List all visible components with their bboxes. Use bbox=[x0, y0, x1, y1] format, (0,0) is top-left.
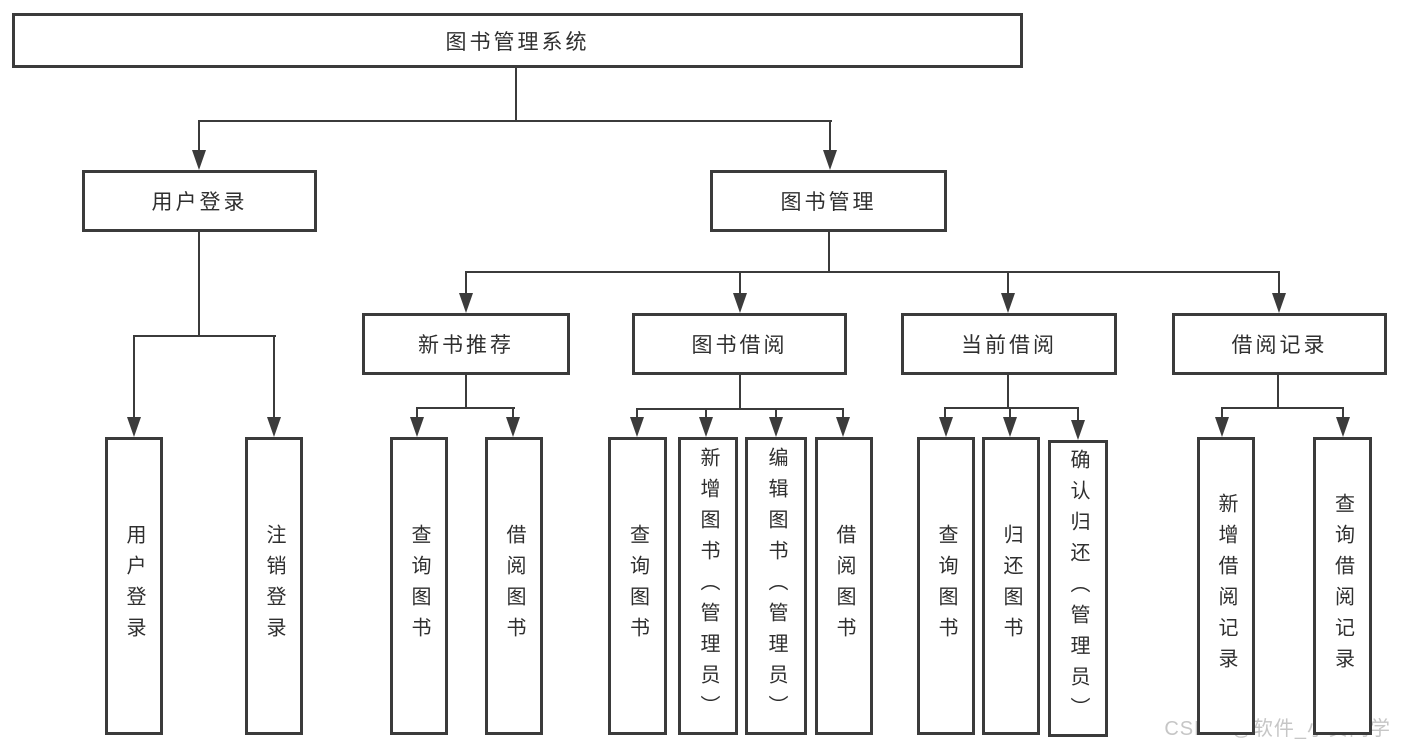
arrow-down-icon bbox=[1215, 417, 1229, 437]
arrow-down-icon bbox=[939, 417, 953, 437]
arrow-down-icon bbox=[769, 417, 783, 437]
connector-line bbox=[515, 68, 517, 122]
connector-line bbox=[1007, 375, 1009, 408]
leaf-query-record-node: 查询借阅记录 bbox=[1313, 437, 1372, 735]
connector-line bbox=[944, 407, 1079, 409]
connector-line bbox=[636, 408, 844, 410]
new-book-recommend-node: 新书推荐 bbox=[362, 313, 570, 375]
leaf-add-book-label: 新增图书（管理员） bbox=[697, 446, 719, 726]
connector-line bbox=[273, 335, 275, 419]
connector-line bbox=[739, 375, 741, 409]
user-login-group-label: 用户登录 bbox=[151, 191, 248, 214]
arrow-down-icon bbox=[1003, 417, 1017, 437]
arrow-down-icon bbox=[267, 417, 281, 437]
leaf-query-books-2-label: 查询图书 bbox=[626, 524, 649, 648]
connector-line bbox=[512, 407, 514, 420]
connector-line bbox=[1009, 407, 1011, 420]
connector-line bbox=[636, 408, 638, 420]
connector-line bbox=[842, 408, 844, 420]
new-book-recommend-label: 新书推荐 bbox=[418, 334, 514, 357]
connector-line bbox=[1277, 375, 1279, 408]
leaf-confirm-return-node: 确认归还（管理员） bbox=[1048, 440, 1108, 737]
book-borrow-node: 图书借阅 bbox=[632, 313, 847, 375]
connector-line bbox=[944, 407, 946, 420]
leaf-confirm-return-label: 确认归还（管理员） bbox=[1067, 449, 1089, 728]
leaf-borrow-books-1-label: 借阅图书 bbox=[503, 524, 525, 648]
leaf-return-book-label: 归还图书 bbox=[1000, 524, 1022, 648]
connector-line bbox=[705, 408, 707, 420]
book-management-label: 图书管理 bbox=[780, 191, 877, 214]
root-label: 图书管理系统 bbox=[445, 30, 590, 54]
arrow-down-icon bbox=[506, 417, 520, 437]
arrow-down-icon bbox=[192, 150, 206, 170]
leaf-borrow-books-1-node: 借阅图书 bbox=[485, 437, 543, 735]
borrow-records-label: 借阅记录 bbox=[1231, 334, 1328, 357]
connector-line bbox=[465, 375, 467, 408]
arrow-down-icon bbox=[823, 150, 837, 170]
arrow-down-icon bbox=[410, 417, 424, 437]
connector-line bbox=[198, 232, 200, 335]
leaf-edit-book-node: 编辑图书（管理员） bbox=[745, 437, 807, 735]
leaf-query-books-1-label: 查询图书 bbox=[408, 524, 430, 648]
leaf-query-record-label: 查询借阅记录 bbox=[1331, 493, 1354, 679]
leaf-borrow-books-2-node: 借阅图书 bbox=[815, 437, 873, 735]
leaf-add-book-node: 新增图书（管理员） bbox=[678, 437, 738, 735]
arrow-down-icon bbox=[1071, 420, 1085, 440]
arrow-down-icon bbox=[630, 417, 644, 437]
connector-line bbox=[1077, 407, 1079, 423]
leaf-query-books-2-node: 查询图书 bbox=[608, 437, 667, 735]
connector-line bbox=[133, 335, 276, 337]
leaf-query-books-3-label: 查询图书 bbox=[935, 524, 957, 648]
leaf-user-login-node: 用户登录 bbox=[105, 437, 163, 735]
connector-line bbox=[466, 271, 1280, 273]
leaf-logout-node: 注销登录 bbox=[245, 437, 303, 735]
current-borrow-label: 当前借阅 bbox=[961, 334, 1057, 357]
leaf-add-record-node: 新增借阅记录 bbox=[1197, 437, 1255, 735]
leaf-add-record-label: 新增借阅记录 bbox=[1215, 493, 1237, 679]
connector-line bbox=[775, 408, 777, 420]
connector-line bbox=[1221, 407, 1344, 409]
connector-line bbox=[465, 271, 467, 297]
connector-line bbox=[198, 120, 832, 122]
connector-line bbox=[828, 232, 830, 272]
borrow-records-node: 借阅记录 bbox=[1172, 313, 1387, 375]
arrow-down-icon bbox=[699, 417, 713, 437]
leaf-query-books-3-node: 查询图书 bbox=[917, 437, 975, 735]
arrow-down-icon bbox=[127, 417, 141, 437]
connector-line bbox=[1278, 271, 1280, 297]
connector-line bbox=[133, 335, 135, 419]
arrow-down-icon bbox=[1001, 293, 1015, 313]
arrow-down-icon bbox=[733, 293, 747, 313]
connector-line bbox=[416, 407, 515, 409]
leaf-logout-label: 注销登录 bbox=[263, 524, 285, 648]
leaf-return-book-node: 归还图书 bbox=[982, 437, 1040, 735]
arrow-down-icon bbox=[1272, 293, 1286, 313]
leaf-query-books-1-node: 查询图书 bbox=[390, 437, 448, 735]
arrow-down-icon bbox=[459, 293, 473, 313]
current-borrow-node: 当前借阅 bbox=[901, 313, 1117, 375]
arrow-down-icon bbox=[1336, 417, 1350, 437]
leaf-user-login-label: 用户登录 bbox=[123, 524, 145, 648]
connector-line bbox=[416, 407, 418, 420]
connector-line bbox=[739, 271, 741, 297]
user-login-group-node: 用户登录 bbox=[82, 170, 317, 232]
arrow-down-icon bbox=[836, 417, 850, 437]
connector-line bbox=[1007, 271, 1009, 297]
leaf-edit-book-label: 编辑图书（管理员） bbox=[765, 446, 787, 726]
book-borrow-label: 图书借阅 bbox=[691, 334, 788, 357]
book-management-node: 图书管理 bbox=[710, 170, 947, 232]
root-node: 图书管理系统 bbox=[12, 13, 1023, 68]
connector-line bbox=[198, 120, 200, 154]
leaf-borrow-books-2-label: 借阅图书 bbox=[833, 524, 855, 648]
connector-line bbox=[1342, 407, 1344, 420]
connector-line bbox=[1221, 407, 1223, 420]
connector-line bbox=[829, 120, 831, 154]
